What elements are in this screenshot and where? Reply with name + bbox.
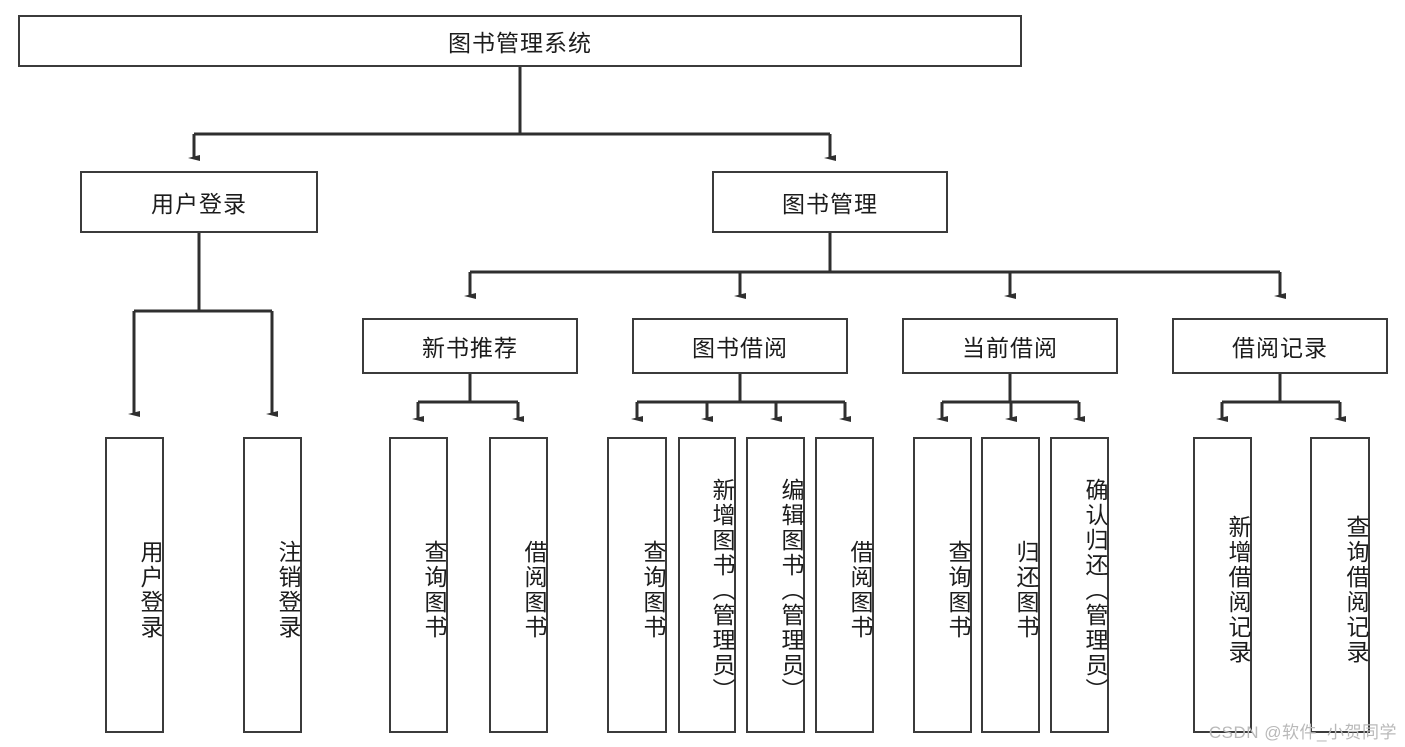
node-label: 查询图书 [421, 540, 447, 640]
node-label: 用户登录 [137, 540, 163, 640]
node-label: 查询图书 [640, 540, 666, 640]
leaf-current-borrow-query-books[interactable]: 查询图书 [913, 437, 972, 733]
leaf-user-login-login[interactable]: 用户登录 [105, 437, 164, 733]
node-label: 归还图书 [1013, 540, 1039, 640]
node-label: 借阅图书 [521, 540, 547, 640]
node-label: 图书管理 [782, 191, 878, 217]
node-label: 用户登录 [151, 191, 247, 217]
leaf-book-borrow-query-books[interactable]: 查询图书 [607, 437, 667, 733]
node-label: 查询借阅记录 [1343, 515, 1369, 665]
watermark: CSDN @软件_小贺同学 [1208, 723, 1397, 742]
node-new-book-recommend[interactable]: 新书推荐 [362, 318, 578, 374]
node-label: 新增图书（管理员） [709, 477, 735, 703]
node-borrow-records[interactable]: 借阅记录 [1172, 318, 1388, 374]
leaf-borrow-records-query-record[interactable]: 查询借阅记录 [1310, 437, 1370, 733]
node-label: 图书借阅 [692, 335, 788, 361]
leaf-new-book-borrow-books[interactable]: 借阅图书 [489, 437, 548, 733]
node-label: 当前借阅 [962, 335, 1058, 361]
node-label: 借阅图书 [847, 540, 873, 640]
node-label: 图书管理系统 [448, 30, 592, 56]
node-label: 确认归还（管理员） [1082, 477, 1108, 703]
node-user-login[interactable]: 用户登录 [80, 171, 318, 233]
node-label: 编辑图书（管理员） [778, 477, 804, 703]
leaf-book-borrow-edit-book-admin[interactable]: 编辑图书（管理员） [746, 437, 805, 733]
node-book-management[interactable]: 图书管理 [712, 171, 948, 233]
leaf-book-borrow-borrow-books[interactable]: 借阅图书 [815, 437, 874, 733]
node-label: 借阅记录 [1232, 335, 1328, 361]
leaf-current-borrow-confirm-return-admin[interactable]: 确认归还（管理员） [1050, 437, 1109, 733]
node-label: 新书推荐 [422, 335, 518, 361]
leaf-current-borrow-return-books[interactable]: 归还图书 [981, 437, 1040, 733]
node-label: 查询图书 [945, 540, 971, 640]
leaf-new-book-query-books[interactable]: 查询图书 [389, 437, 448, 733]
node-book-borrow[interactable]: 图书借阅 [632, 318, 848, 374]
leaf-user-login-logout[interactable]: 注销登录 [243, 437, 302, 733]
node-root-book-management-system[interactable]: 图书管理系统 [18, 15, 1022, 67]
leaf-book-borrow-add-book-admin[interactable]: 新增图书（管理员） [678, 437, 736, 733]
leaf-borrow-records-add-record[interactable]: 新增借阅记录 [1193, 437, 1252, 733]
node-current-borrow[interactable]: 当前借阅 [902, 318, 1118, 374]
node-label: 新增借阅记录 [1225, 515, 1251, 665]
node-label: 注销登录 [275, 540, 301, 640]
